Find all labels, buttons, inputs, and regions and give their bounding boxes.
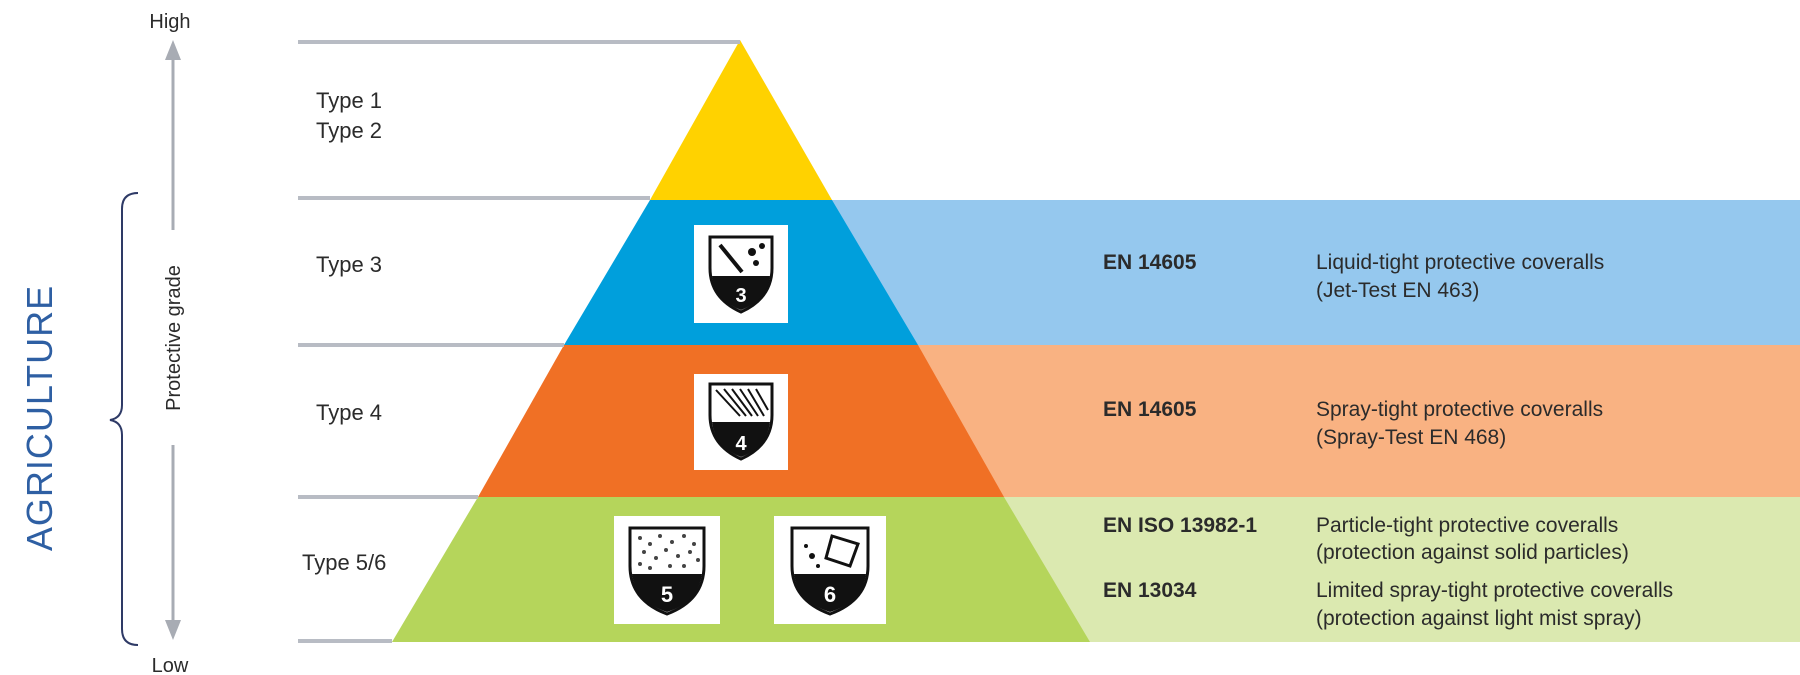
standard-code-type6: EN 13034	[1103, 579, 1197, 602]
axis-arrow-down	[165, 620, 181, 640]
standard-code-type5: EN ISO 13982-1	[1103, 514, 1257, 537]
axis-low-label: Low	[152, 655, 189, 675]
pyramid-tier-type56	[392, 497, 1090, 642]
standard-desc-type4-line1: Spray-tight protective coveralls	[1316, 398, 1603, 421]
bracket	[109, 192, 139, 646]
type-label-type1: Type 1	[316, 88, 382, 113]
axis-high-label: High	[149, 11, 190, 33]
type-label-type56: Type 5/6	[302, 550, 386, 575]
spray-icon: 4	[694, 374, 788, 470]
icon-number-6: 6	[824, 582, 836, 607]
standard-code-type4: EN 14605	[1103, 398, 1197, 421]
icon-number-3: 3	[735, 285, 746, 307]
standard-desc-type5-line2: (protection against solid particles)	[1316, 541, 1629, 564]
type-label-type3: Type 3	[316, 252, 382, 277]
side-label: AGRICULTURE	[19, 285, 60, 551]
band-type3	[780, 200, 1800, 345]
standard-desc-type5-line1: Particle-tight protective coveralls	[1316, 514, 1618, 537]
axis-label: Protective grade	[163, 265, 185, 411]
band-type56	[980, 497, 1800, 642]
standard-desc-type4-line2: (Spray-Test EN 468)	[1316, 426, 1506, 449]
standard-code-type3: EN 14605	[1103, 251, 1197, 274]
divider-lines	[298, 40, 740, 643]
band-type4	[880, 345, 1800, 497]
icon-number-4: 4	[735, 433, 747, 455]
axis-arrow-up	[165, 40, 181, 60]
icon-number-5: 5	[661, 582, 673, 607]
standard-desc-type3-line2: (Jet-Test EN 463)	[1316, 279, 1479, 302]
standard-desc-type6-line2: (protection against light mist spray)	[1316, 607, 1642, 630]
type-label-type4: Type 4	[316, 400, 382, 425]
light-splash-icon: 6	[774, 516, 886, 624]
liquid-jet-icon: 3	[694, 225, 788, 323]
pyramid-tier-type1-2	[650, 40, 832, 200]
standard-desc-type3-line1: Liquid-tight protective coveralls	[1316, 251, 1604, 274]
standard-desc-type6-line1: Limited spray-tight protective coveralls	[1316, 579, 1673, 602]
type-label-type2: Type 2	[316, 118, 382, 143]
particle-icon: 5	[614, 516, 720, 624]
